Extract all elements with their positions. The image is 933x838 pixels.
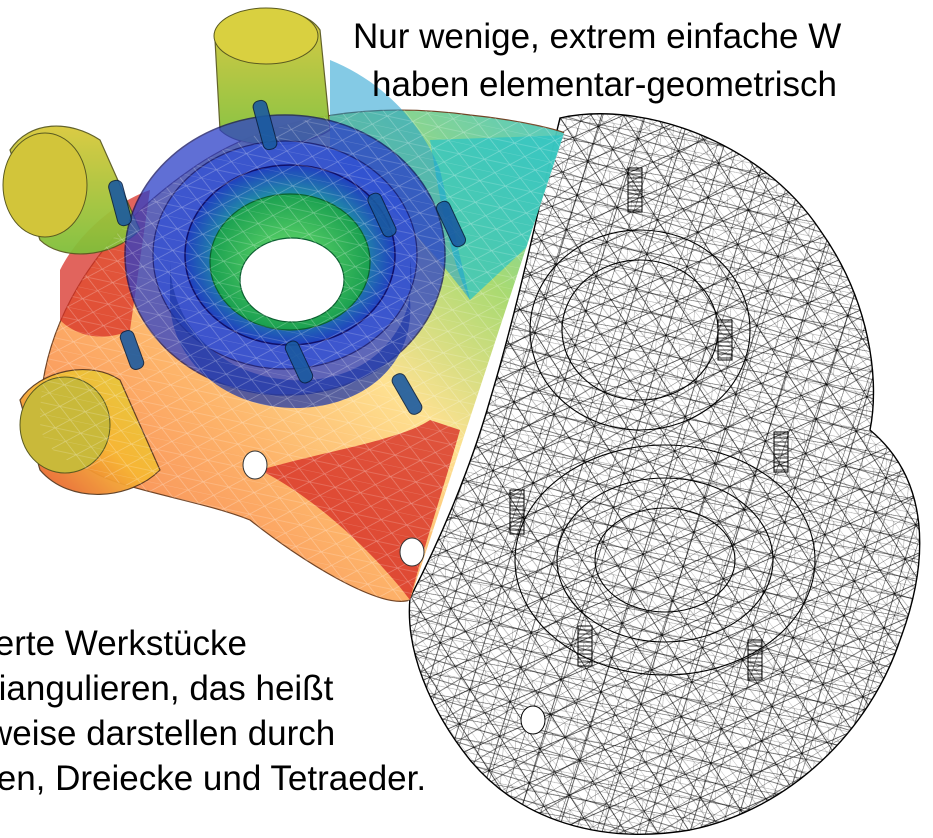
bolt-pins bbox=[108, 99, 467, 415]
mounting-lug bbox=[2, 125, 141, 255]
solid-shaded-mesh bbox=[2, 7, 570, 602]
wireframe-bolt-holes bbox=[509, 167, 789, 735]
caption-bottom-line-4: ten, Dreiecke und Tetraeder. bbox=[0, 759, 426, 798]
caption-top-line-1: Nur wenige, extrem einfache W bbox=[353, 17, 841, 56]
caption-bottom-line-1: ierte Werkstücke bbox=[0, 624, 247, 663]
caption-top-line-2: haben elementar-geometrisch bbox=[372, 65, 837, 104]
mounting-lug bbox=[213, 7, 331, 146]
caption-bottom-line-2: riangulieren, das heißt bbox=[0, 669, 334, 708]
caption-bottom-line-3: weise darstellen durch bbox=[0, 714, 335, 753]
